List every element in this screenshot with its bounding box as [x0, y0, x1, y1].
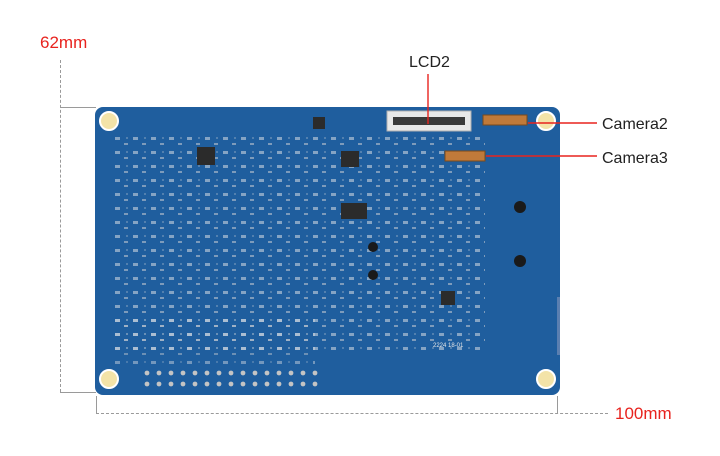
- ic-chip: [341, 151, 359, 167]
- side-connector: [557, 297, 560, 355]
- width-dimension-line: [96, 413, 608, 414]
- board-revision-text: 2224 18-01: [433, 343, 464, 349]
- height-dimension-label: 62mm: [40, 33, 88, 52]
- gpio-header: [144, 370, 318, 387]
- pcb-board: 2224 18-01: [95, 107, 560, 395]
- mounting-hole-top-right: [536, 111, 556, 131]
- width-dimension-right-tick: [557, 396, 558, 413]
- camera2-label: Camera2: [602, 116, 668, 133]
- component-field: [115, 131, 485, 351]
- width-dimension-label: 100mm: [615, 404, 672, 423]
- camera3-label: Camera3: [602, 150, 668, 167]
- camera2-connector: [482, 114, 528, 126]
- height-dimension-line: [60, 60, 61, 392]
- camera3-connector: [444, 150, 486, 162]
- ic-chip: [197, 147, 215, 165]
- height-dimension-top-tick: [60, 107, 96, 108]
- mounting-hole-bottom-right: [536, 369, 556, 389]
- mounting-hole-bottom-left: [99, 369, 119, 389]
- mounting-hole-top-left: [99, 111, 119, 131]
- lcd2-label: LCD2: [409, 54, 450, 71]
- width-dimension-left-tick: [96, 396, 97, 413]
- height-dimension-bottom-tick: [60, 392, 96, 393]
